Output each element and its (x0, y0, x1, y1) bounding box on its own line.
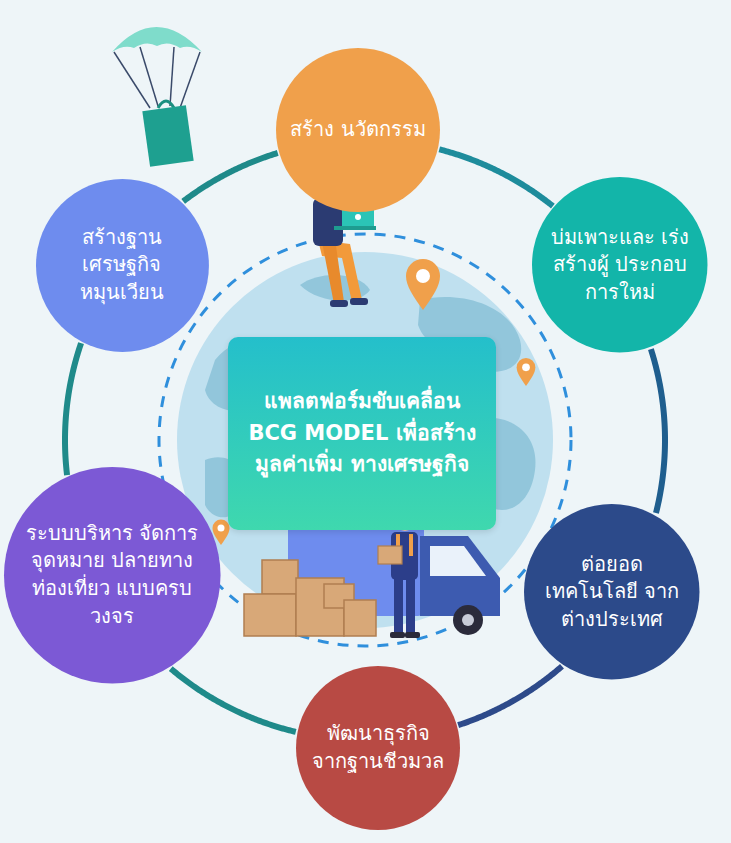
node-text: บ่มเพาะและ เร่งสร้างผู้ ประกอบการใหม่ (544, 224, 695, 307)
parcel-boxes (244, 560, 376, 636)
ring-connector (651, 349, 665, 513)
location-pin (517, 358, 536, 386)
globe (177, 252, 553, 628)
ring-connector (171, 669, 296, 732)
topic-circle: พัฒนาธุรกิจ จากฐานชีวมวล (296, 666, 460, 830)
node-text: สร้างฐาน เศรษฐกิจ หมุนเวียน (47, 224, 196, 307)
node-text: ระบบบริหาร จัดการจุดหมาย ปลายทางท่องเที่… (19, 520, 205, 630)
parachute-icon (112, 27, 202, 167)
topic-circle: บ่มเพาะและ เร่งสร้างผู้ ประกอบการใหม่ (532, 177, 708, 353)
circle-fill (532, 177, 708, 353)
circle-fill (36, 179, 209, 352)
node-text: ต่อยอดเทคโนโลยี จากต่างประเทศ (536, 551, 687, 634)
topic-circle: ระบบบริหาร จัดการจุดหมาย ปลายทางท่องเที่… (4, 467, 221, 684)
ring-connector (183, 153, 278, 201)
topic-circle: สร้าง นวัตกรรม (276, 48, 440, 212)
ring-connector (458, 666, 562, 725)
circle-fill (4, 467, 221, 684)
delivery-truck (288, 518, 500, 635)
node-text: สร้าง นวัตกรรม (290, 116, 425, 144)
center-box: แพลตฟอร์มขับเคลื่อน BCG MODEL เพื่อสร้าง… (228, 337, 496, 530)
circle-shape (296, 666, 460, 830)
circle-fill (296, 666, 460, 830)
ring-connector (439, 149, 553, 206)
ring-connector (65, 343, 81, 475)
dashed-orbit (159, 234, 571, 646)
topic-circle: สร้างฐาน เศรษฐกิจ หมุนเวียน (36, 179, 209, 352)
topic-circle: ต่อยอดเทคโนโลยี จากต่างประเทศ (524, 504, 700, 680)
location-pin (406, 259, 440, 310)
node-text: แพลตฟอร์มขับเคลื่อน BCG MODEL เพื่อสร้าง… (244, 386, 480, 481)
circle-fill (524, 504, 700, 680)
circle-shape (4, 467, 221, 684)
node-text: พัฒนาธุรกิจ จากฐานชีวมวล (308, 720, 449, 775)
circle-fill (276, 48, 440, 212)
